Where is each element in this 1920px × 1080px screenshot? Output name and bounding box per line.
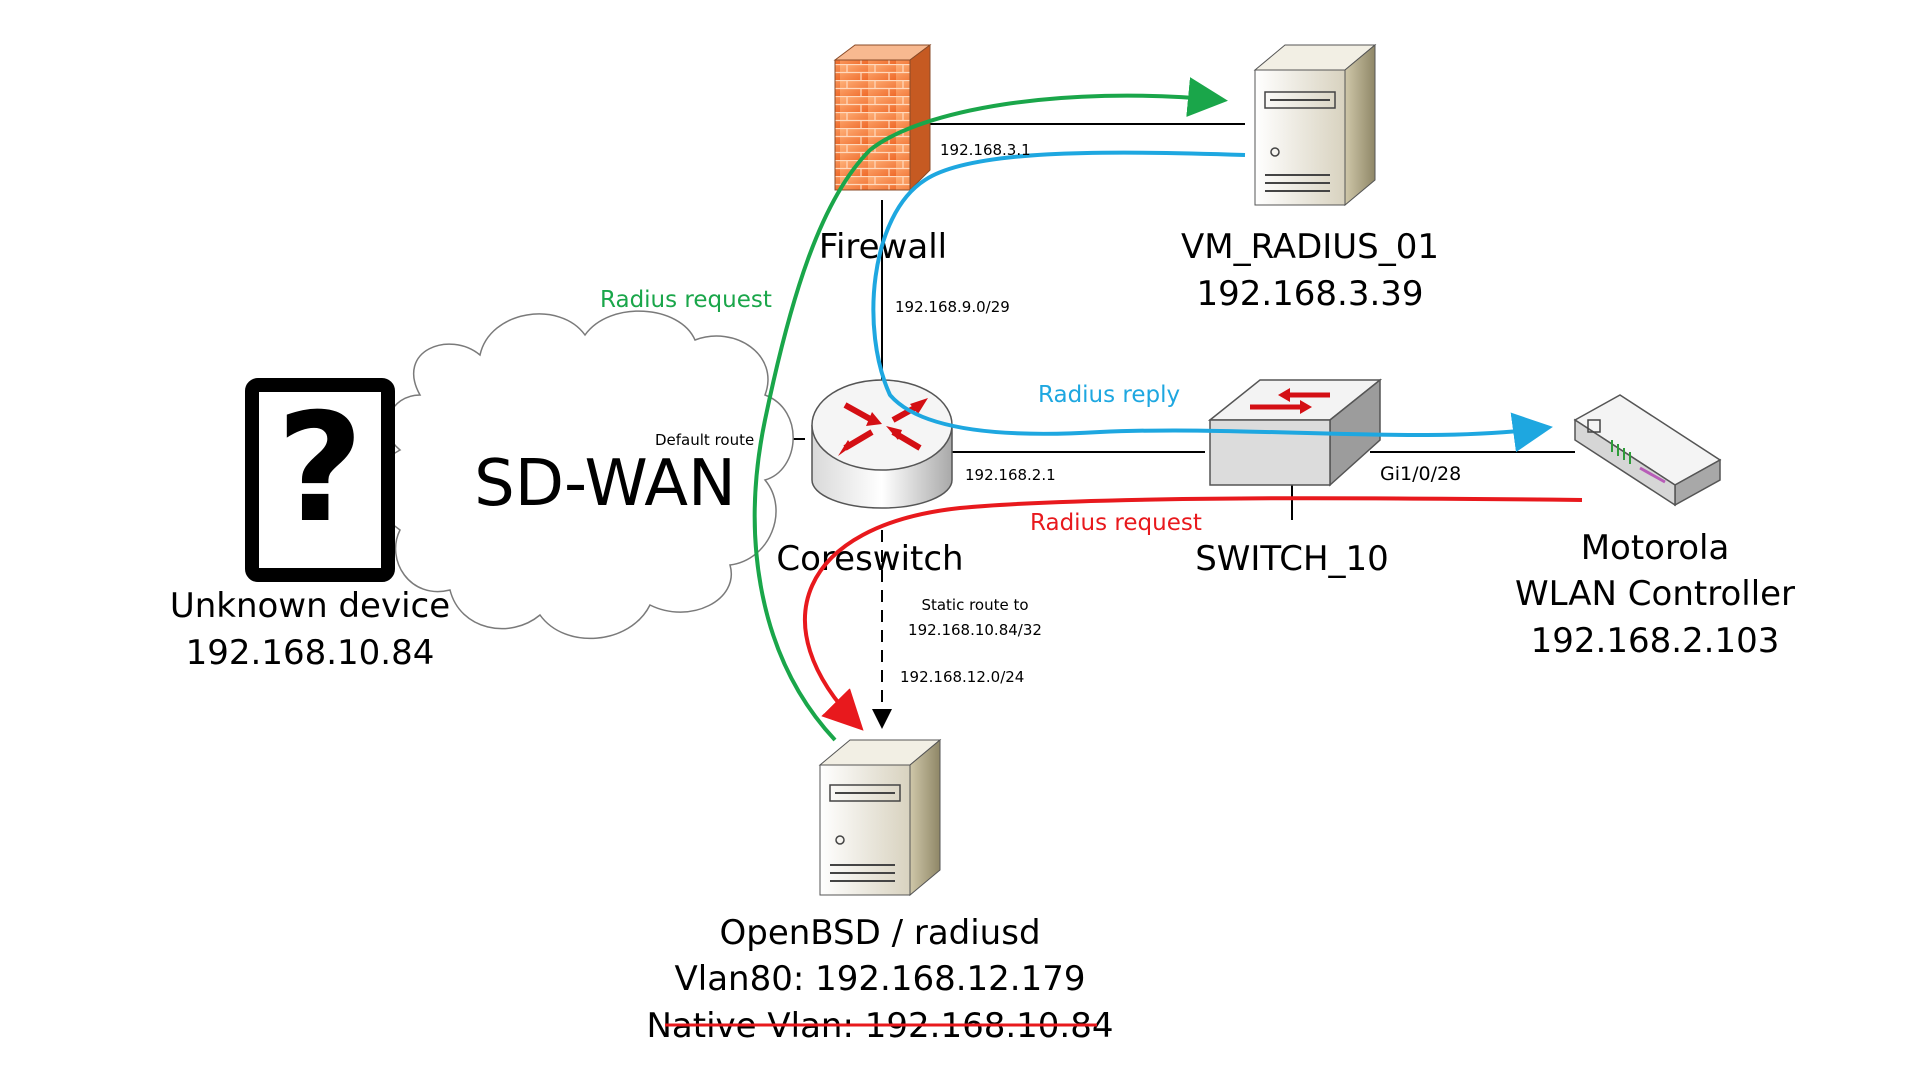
red-request-path xyxy=(803,496,1583,731)
question-mark-device-icon xyxy=(245,378,395,582)
radius-server-name: VM_RADIUS_01 xyxy=(1181,227,1439,267)
sdwan-label: SD-WAN xyxy=(474,447,736,521)
green-request-path xyxy=(752,77,1228,742)
firewall: Firewall xyxy=(819,44,947,267)
switch-port-label: Gi1/0/28 xyxy=(1380,463,1461,485)
firewall-brick-icon xyxy=(833,44,932,192)
wlan-controller-icon xyxy=(1573,394,1722,507)
switch10: SWITCH_10 xyxy=(1195,378,1389,579)
core-switch-ip-label: 192.168.2.1 xyxy=(965,466,1056,484)
unknown-device-ip: 192.168.10.84 xyxy=(186,633,435,673)
openbsd-name: OpenBSD / radiusd xyxy=(719,913,1040,953)
green-flow-label: Radius request xyxy=(600,287,772,313)
wlan-controller-line2: WLAN Controller xyxy=(1515,574,1795,614)
sdwan-cloud-icon: SD-WAN xyxy=(376,310,794,640)
question-mark-glyph: ? xyxy=(276,382,363,556)
unknown-device: ? Unknown device 192.168.10.84 xyxy=(170,378,450,673)
blue-reply-path xyxy=(871,150,1553,453)
coreswitch-label: Coreswitch xyxy=(776,539,963,579)
wlan-controller-ip: 192.168.2.103 xyxy=(1531,621,1780,661)
radius-server-ip: 192.168.3.39 xyxy=(1196,274,1423,314)
router-icon xyxy=(811,379,953,509)
flows xyxy=(752,77,1583,742)
fw-radius-ip-label: 192.168.3.1 xyxy=(940,141,1031,159)
coreswitch: Coreswitch xyxy=(776,379,964,579)
tower-server-icon xyxy=(818,738,942,897)
openbsd-net-label: 192.168.12.0/24 xyxy=(900,668,1024,686)
wlan-controller-line1: Motorola xyxy=(1581,528,1730,568)
blue-flow-label: Radius reply xyxy=(1038,382,1180,408)
switch10-label: SWITCH_10 xyxy=(1195,539,1389,579)
tower-server-icon xyxy=(1253,43,1377,207)
openbsd-server: OpenBSD / radiusd Vlan80: 192.168.12.179… xyxy=(647,738,1114,1046)
openbsd-vlan80: Vlan80: 192.168.12.179 xyxy=(675,959,1086,999)
red-flow-label: Radius request xyxy=(1030,510,1202,536)
switch-icon xyxy=(1207,378,1383,487)
static-route-label-1: Static route to xyxy=(921,596,1028,614)
default-route-label: Default route xyxy=(655,431,754,449)
wlan-controller: Motorola WLAN Controller 192.168.2.103 xyxy=(1515,394,1795,661)
radius-server: VM_RADIUS_01 192.168.3.39 xyxy=(1181,43,1439,314)
unknown-device-name: Unknown device xyxy=(170,586,450,626)
static-route-label-2: 192.168.10.84/32 xyxy=(908,621,1042,639)
fw-core-net-label: 192.168.9.0/29 xyxy=(895,298,1010,316)
